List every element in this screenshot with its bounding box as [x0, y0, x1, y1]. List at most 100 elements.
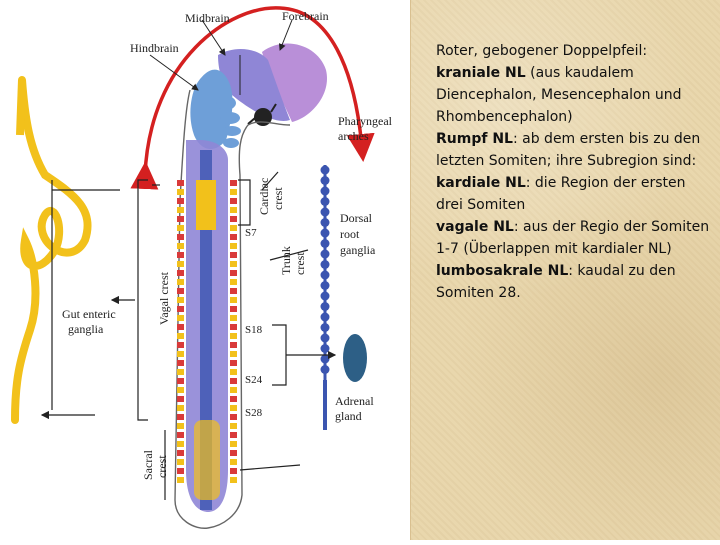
ganglion	[320, 239, 330, 248]
somite	[230, 315, 237, 321]
term-cranial: kraniale NL	[436, 65, 526, 81]
hindbrain-shape	[190, 69, 233, 150]
label-root: root	[340, 227, 360, 241]
somite	[177, 189, 184, 195]
somite	[177, 306, 184, 312]
ganglion	[320, 344, 330, 353]
somite	[230, 288, 237, 294]
somite	[230, 378, 237, 384]
somite	[177, 252, 184, 258]
vagal-bracket	[137, 179, 148, 421]
somite	[177, 297, 184, 303]
somite	[230, 405, 237, 411]
notes-cardiac: kardiale NL: die Region der ersten drei …	[436, 172, 716, 216]
ganglion	[320, 165, 330, 175]
label-trunk-crest: crest	[293, 252, 307, 275]
notes-cranial: kraniale NL (aus kaudalem Diencephalon, …	[436, 62, 716, 128]
somite	[230, 270, 237, 276]
label-gut: Gut enteric	[62, 307, 116, 321]
ganglion	[320, 207, 330, 217]
somite	[230, 180, 237, 186]
ganglion	[320, 270, 330, 280]
ganglion	[320, 365, 330, 374]
somite	[230, 432, 237, 438]
somite	[230, 297, 237, 303]
sacral-bracket	[164, 430, 301, 500]
label-sacral: Sacral	[141, 449, 155, 480]
somite	[177, 198, 184, 204]
midbrain-shape	[218, 48, 290, 121]
notes-lumbosacral: lumbosakrale NL: kaudal zu den Somiten 2…	[436, 260, 716, 304]
label-hindbrain: Hindbrain	[130, 41, 179, 55]
notes-intro: Roter, gebogener Doppelpfeil:	[436, 43, 648, 59]
desc-lumbosacral: : kaudal zu den Somiten 28.	[436, 263, 676, 301]
somite	[177, 216, 184, 222]
somite	[230, 279, 237, 285]
somite	[177, 225, 184, 231]
term-cardiac: kardiale NL	[436, 175, 526, 191]
somite	[230, 351, 237, 357]
label-pharyngeal: Pharyngeal	[338, 114, 393, 128]
ganglion	[320, 218, 330, 227]
somite	[177, 387, 184, 393]
somite	[230, 252, 237, 258]
ganglion	[320, 333, 330, 343]
term-vagal: vagale NL	[436, 219, 514, 235]
somites	[177, 180, 237, 483]
somite	[177, 279, 184, 285]
somite	[230, 216, 237, 222]
forebrain-shape	[262, 43, 328, 122]
ganglion	[320, 260, 330, 269]
ganglion	[320, 291, 330, 301]
somite	[177, 360, 184, 366]
label-s7: S7	[245, 227, 257, 239]
label-sacral-crest: crest	[155, 455, 169, 478]
notes-vagal: vagale NL: aus der Regio der Somiten 1-7…	[436, 216, 716, 260]
embryo-diagram: Midbrain Forebrain Hindbrain Pharyngeal …	[11, 6, 393, 529]
somite	[230, 477, 237, 483]
somite	[230, 459, 237, 465]
ganglion	[320, 176, 330, 185]
somite	[230, 324, 237, 330]
ganglion	[320, 249, 330, 259]
somite	[177, 414, 184, 420]
somite	[230, 468, 237, 474]
notes-panel: Roter, gebogener Doppelpfeil: kraniale N…	[410, 0, 720, 540]
adrenal-gland	[343, 334, 367, 382]
desc-vagal: : aus der Regio der Somiten 1-7 (Überlap…	[436, 219, 710, 257]
somite	[230, 414, 237, 420]
ganglion	[320, 228, 330, 238]
somite	[177, 468, 184, 474]
somite	[177, 324, 184, 330]
desc-trunk: : ab dem ersten bis zu den letzten Somit…	[436, 131, 701, 169]
label-s28: S28	[245, 407, 263, 419]
somite	[177, 432, 184, 438]
somite	[230, 261, 237, 267]
ganglion	[320, 281, 330, 290]
embryo-outline	[174, 89, 291, 529]
somite	[177, 369, 184, 375]
adrenal-bracket	[272, 324, 335, 386]
somite	[177, 396, 184, 402]
somite	[230, 225, 237, 231]
ganglion	[320, 302, 330, 311]
label-cardiac-crest: crest	[271, 187, 285, 210]
notes-text: Roter, gebogener Doppelpfeil: kraniale N…	[436, 40, 716, 304]
label-arches: arches	[338, 129, 369, 143]
label-trunk: Trunk	[279, 246, 293, 275]
somite	[230, 396, 237, 402]
gut-tube	[11, 76, 92, 424]
somite	[230, 342, 237, 348]
ganglion	[320, 323, 330, 332]
desc-cardiac: : die Region der ersten drei Somiten	[436, 175, 686, 213]
label-dorsal: Dorsal	[340, 211, 373, 225]
somite	[230, 306, 237, 312]
somite	[230, 450, 237, 456]
label-forebrain: Forebrain	[282, 9, 329, 23]
somite	[230, 189, 237, 195]
ganglion	[320, 186, 330, 196]
label-cardiac: Cardiac	[257, 178, 271, 215]
somite	[177, 351, 184, 357]
somite	[230, 333, 237, 339]
somite	[177, 423, 184, 429]
